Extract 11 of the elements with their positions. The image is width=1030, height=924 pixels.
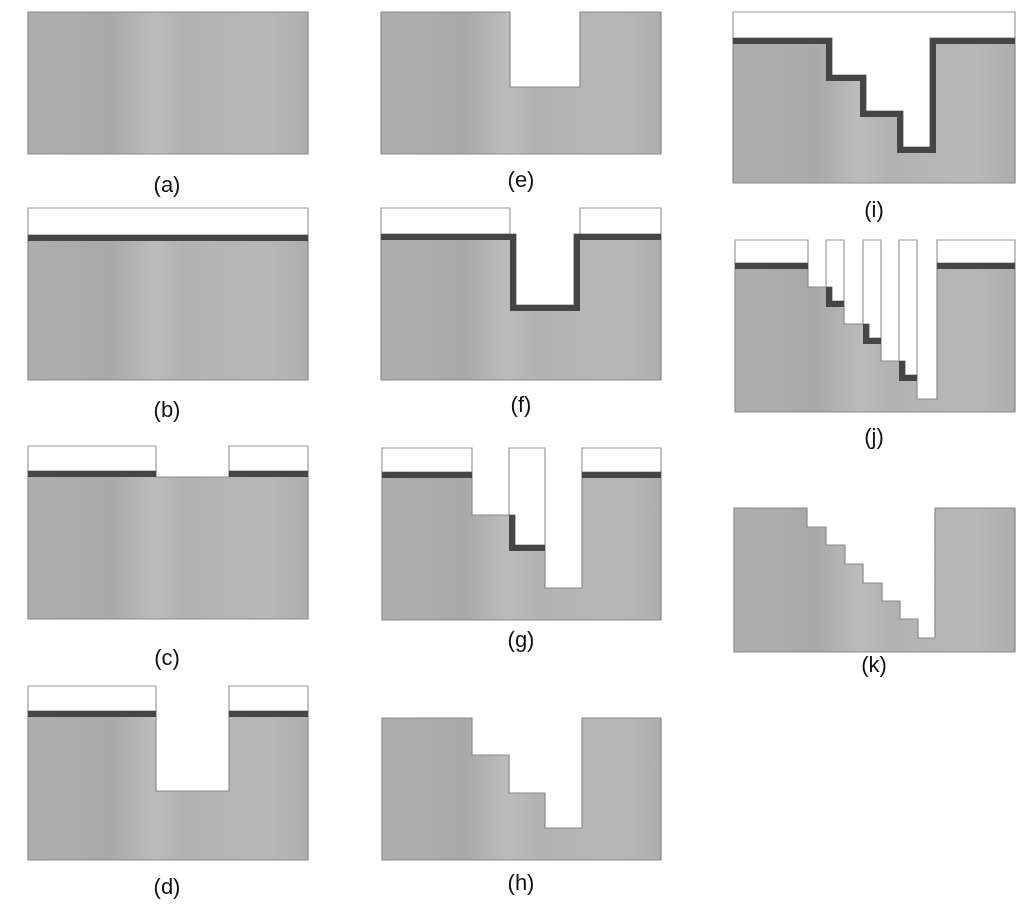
subfigure-label: (k) [861,654,887,676]
subfigure-label: (c) [154,647,180,669]
subfigure-label: (j) [864,426,884,448]
subfigure-label: (a) [153,174,181,196]
subfigure-label: (d) [153,876,181,898]
subfigure-label: (g) [507,629,535,651]
subfigure-label: (h) [507,872,535,894]
subfigure-label: (e) [507,169,535,191]
subfigure-label: (i) [864,199,884,221]
subfigure-label: (f) [510,394,532,416]
subfigure-label: (b) [153,399,181,421]
